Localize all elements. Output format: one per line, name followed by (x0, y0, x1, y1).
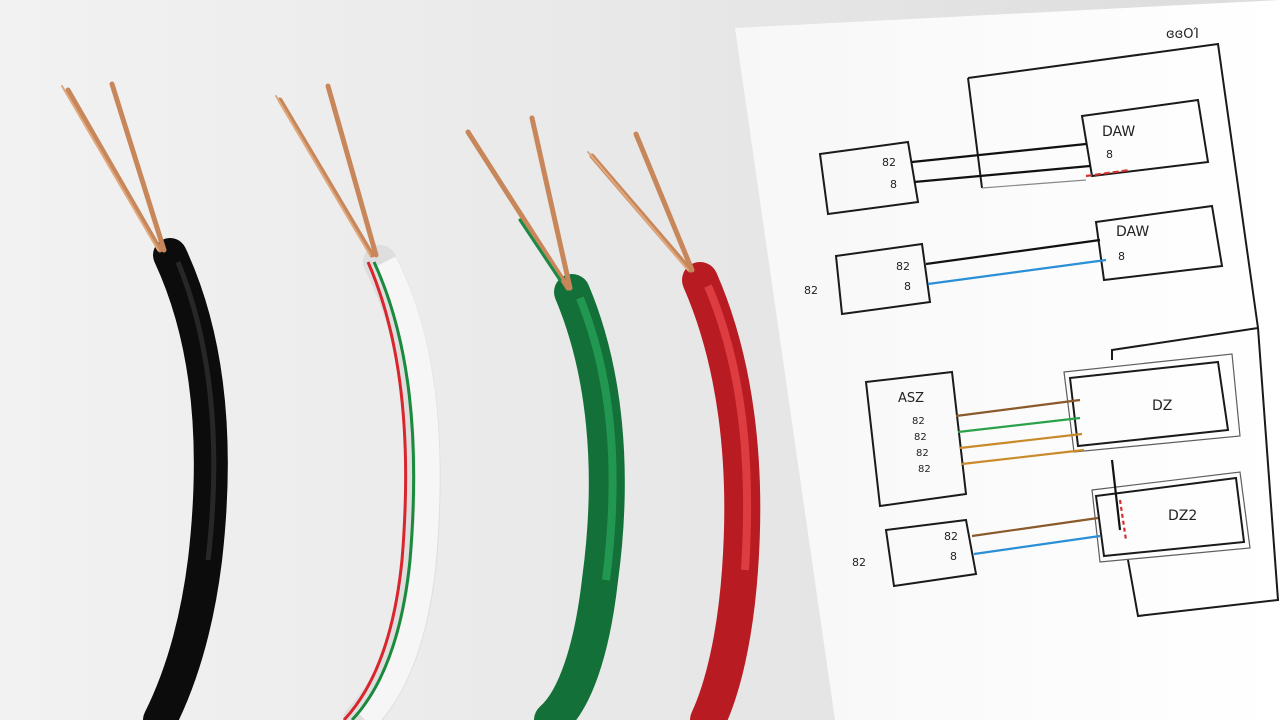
bottom-right-box-label: DZ2 (1168, 508, 1197, 524)
top-left-box-pin: 8 (890, 178, 897, 191)
top-right-box-pin: 8 (1106, 148, 1113, 161)
top-right-box-label: DAW (1102, 124, 1135, 140)
black-wire-copper (61, 81, 167, 253)
bottom-left-box (884, 518, 978, 588)
bottom-left-outer-label: 82 (852, 556, 866, 569)
top-left-box-label: 82 (882, 156, 896, 169)
low-right-box-label: DZ (1152, 398, 1172, 414)
low-left-pin-1: 82 (912, 416, 925, 427)
low-left-box (864, 370, 968, 508)
white-wire (275, 83, 441, 720)
bottom-left-box-pin: 8 (950, 550, 957, 563)
bottom-right-box (1094, 476, 1246, 558)
low-right-box (1068, 360, 1230, 448)
white-wire-copper (275, 83, 379, 258)
red-wire-copper (587, 131, 695, 273)
top-left-box (818, 140, 920, 216)
bottom-left-box-label: 82 (944, 530, 958, 543)
diagram-wires (911, 142, 1131, 556)
low-left-pin-4: 82 (918, 464, 931, 475)
low-left-pin-2: 82 (914, 432, 927, 443)
mid-left-box-pin: 8 (904, 280, 911, 293)
green-wire (465, 115, 625, 720)
corner-label: ɞɞOΊ (1166, 27, 1199, 42)
diagram-paper (735, 0, 1280, 720)
mid-left-outer-label: 82 (804, 284, 818, 297)
mid-right-box-label: DAW (1116, 224, 1149, 240)
mid-left-box-label: 82 (896, 260, 910, 273)
black-wire (61, 81, 228, 720)
mid-left-box (834, 242, 932, 316)
top-right-box (1080, 98, 1210, 178)
green-wire-copper (465, 115, 573, 291)
low-left-box-label: ASZ (898, 391, 924, 406)
mid-right-box-pin: 8 (1118, 250, 1125, 263)
red-wire (587, 131, 761, 720)
low-left-pin-3: 82 (916, 448, 929, 459)
